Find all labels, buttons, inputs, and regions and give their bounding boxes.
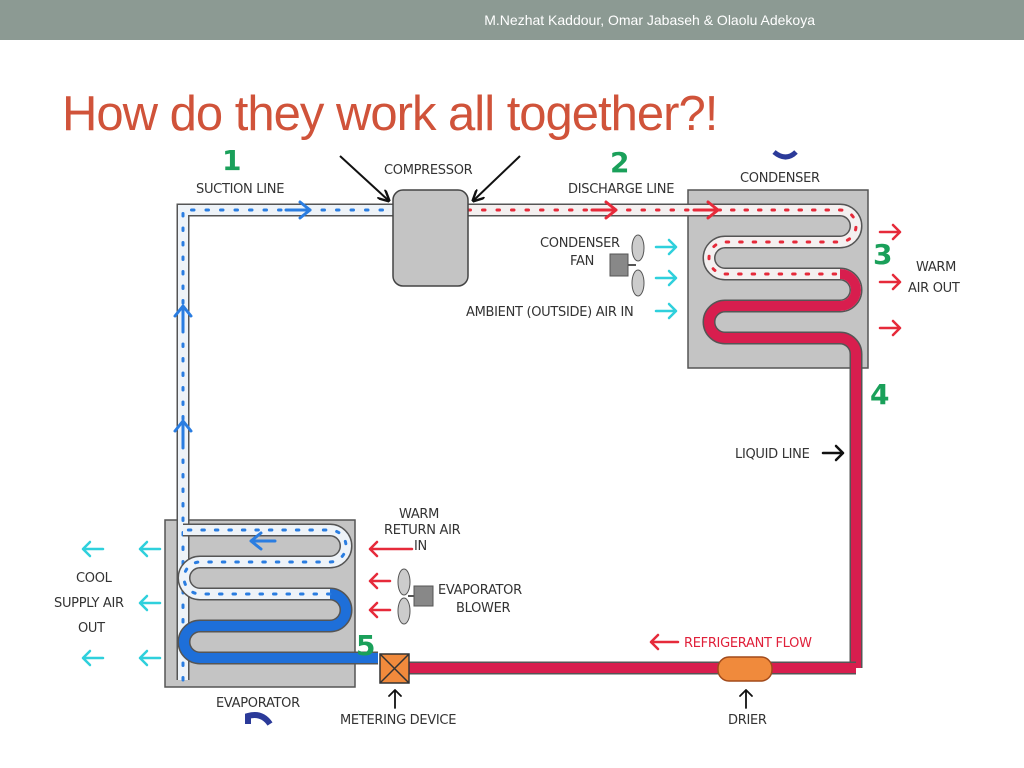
- discharge-flow-arrows: [590, 200, 720, 220]
- warm-air-out-label: WARM: [916, 260, 956, 275]
- step-number: 3: [873, 238, 892, 271]
- step-number: 1: [222, 144, 241, 177]
- drier-label: DRIER: [728, 713, 767, 728]
- cropped-letter-mark: [772, 150, 798, 160]
- condenser-fan: [609, 234, 645, 297]
- suction-flow-arrows: [173, 200, 312, 551]
- liquid-line-pointer-arrow: [821, 444, 845, 462]
- return-air-arrows: [368, 540, 414, 619]
- cool-supply-air-label: OUT: [78, 621, 105, 636]
- condenser-label: CONDENSER: [740, 171, 820, 186]
- condenser-fan-label: FAN: [570, 254, 594, 269]
- compressor-pointer-arrows: [339, 155, 521, 200]
- evaporator-blower-label: BLOWER: [456, 601, 510, 616]
- step-number: 2: [610, 146, 629, 179]
- warm-return-air-label: IN: [414, 539, 427, 554]
- cool-air-out-arrows: [81, 540, 162, 667]
- compressor-label: COMPRESSOR: [384, 163, 473, 178]
- condenser-fan-label: CONDENSER: [540, 236, 620, 251]
- discharge-line-label: DISCHARGE LINE: [568, 182, 674, 197]
- bottom-pointer-arrows: [388, 689, 753, 709]
- liquid-line-label: LIQUID LINE: [735, 447, 810, 462]
- metering-device-label: METERING DEVICE: [340, 713, 456, 728]
- author-credit: M.Nezhat Kaddour, Omar Jabaseh & Olaolu …: [484, 12, 815, 28]
- drier: [717, 656, 773, 682]
- slide-title: How do they work all together?!: [62, 87, 718, 141]
- warm-return-air-label: RETURN AIR: [384, 523, 461, 538]
- ambient-air-arrows: [654, 238, 678, 320]
- ambient-air-label: AMBIENT (OUTSIDE) AIR IN: [466, 305, 633, 320]
- warm-air-out-arrows: [878, 223, 902, 337]
- cropped-letter-mark: [245, 712, 273, 726]
- header-bar: M.Nezhat Kaddour, Omar Jabaseh & Olaolu …: [0, 0, 1024, 40]
- compressor: [392, 189, 469, 287]
- warm-return-air-label: WARM: [399, 507, 439, 522]
- step-number: 5: [356, 629, 375, 662]
- suction-line-label: SUCTION LINE: [196, 182, 284, 197]
- step-number: 4: [870, 378, 889, 411]
- refrigerant-flow-arrow: [649, 633, 680, 651]
- cool-supply-air-label: COOL: [76, 571, 113, 586]
- evaporator-blower-label: EVAPORATOR: [438, 583, 522, 598]
- metering-device: [379, 653, 410, 684]
- evaporator-label: EVAPORATOR: [216, 696, 300, 711]
- cool-supply-air-label: SUPPLY AIR: [54, 596, 124, 611]
- refrigerant-flow-label: REFRIGERANT FLOW: [684, 636, 812, 651]
- evaporator-blower: [397, 568, 434, 625]
- warm-air-out-label: AIR OUT: [908, 281, 960, 296]
